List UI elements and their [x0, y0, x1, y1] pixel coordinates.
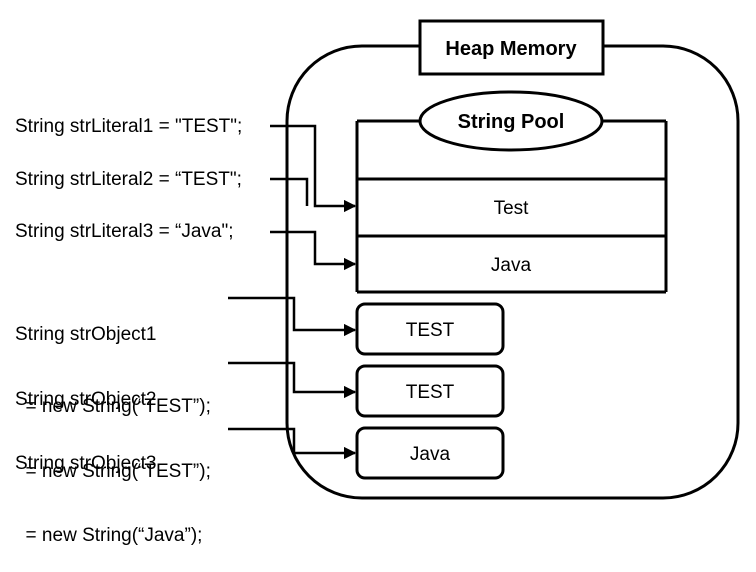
code-object3-line1: String strObject3 [15, 453, 157, 474]
code-literal2: String strLiteral2 = “TEST"; [15, 169, 242, 190]
object-box-3-label: Java [410, 444, 451, 465]
code-literal3: String strLiteral3 = “Java"; [15, 221, 234, 242]
object-box-3 [355, 426, 505, 480]
heap-diagram: Heap Memory String Pool Test Java TEST T… [228, 19, 740, 500]
object-box-1-label: TEST [406, 320, 455, 341]
string-pool-label-ellipse [418, 90, 604, 152]
string-pool-title: String Pool [458, 111, 565, 133]
code-object3: String strObject3 = new String(“Java”); [15, 404, 202, 572]
arrow-literal1-to-test [270, 124, 357, 213]
code-object3-line2: = new String(“Java”); [15, 525, 203, 546]
code-object2-line2: = new String(“TEST”); [15, 461, 211, 482]
object-box-2 [355, 364, 505, 418]
object-box-1 [355, 302, 505, 356]
heap-memory-title: Heap Memory [445, 38, 577, 60]
object-box-2-label: TEST [406, 382, 455, 403]
arrow-object1-to-box1 [228, 296, 357, 337]
arrow-object2-to-box2 [228, 361, 357, 399]
arrow-object3-to-box3 [228, 427, 357, 460]
code-literal1: String strLiteral1 = "TEST"; [15, 116, 243, 137]
arrow-literal3-to-java [270, 230, 357, 271]
code-object1-line1: String strObject1 [15, 324, 157, 345]
arrow-literal2-to-test [270, 177, 309, 206]
code-object1-line2: = new String(“TEST”); [15, 396, 211, 417]
pool-entry-java: Java [491, 255, 532, 276]
code-object2-line1: String strObject2 [15, 389, 157, 410]
pool-entry-test: Test [494, 198, 530, 219]
code-object1: String strObject1 = new String(“TEST”); [15, 275, 211, 443]
heap-memory-title-box [418, 19, 605, 76]
code-object2: String strObject2 = new String(“TEST”); [15, 340, 211, 508]
